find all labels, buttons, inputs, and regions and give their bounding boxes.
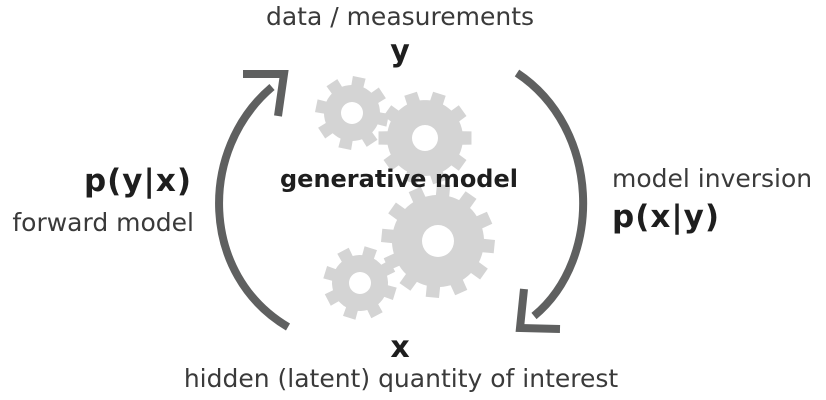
- inversion-arrow-icon: [514, 69, 588, 333]
- gear-icon: [315, 76, 389, 150]
- top-caption: data / measurements: [265, 2, 535, 31]
- bottom-symbol: x: [390, 330, 410, 365]
- inversion-caption: model inversion: [612, 164, 813, 193]
- gears-illustration: [315, 76, 495, 320]
- forward-formula: p(y|x): [83, 163, 192, 199]
- forward-arrow-icon: [215, 70, 291, 331]
- gear-icon: [378, 91, 472, 185]
- gear-icon: [381, 184, 495, 298]
- bottom-caption: hidden (latent) quantity of interest: [183, 364, 619, 393]
- top-symbol: y: [390, 34, 410, 69]
- forward-caption: forward model: [12, 208, 194, 237]
- gear-icon: [323, 246, 397, 320]
- center-label: generative model: [279, 165, 518, 193]
- inversion-formula: p(x|y): [612, 199, 721, 235]
